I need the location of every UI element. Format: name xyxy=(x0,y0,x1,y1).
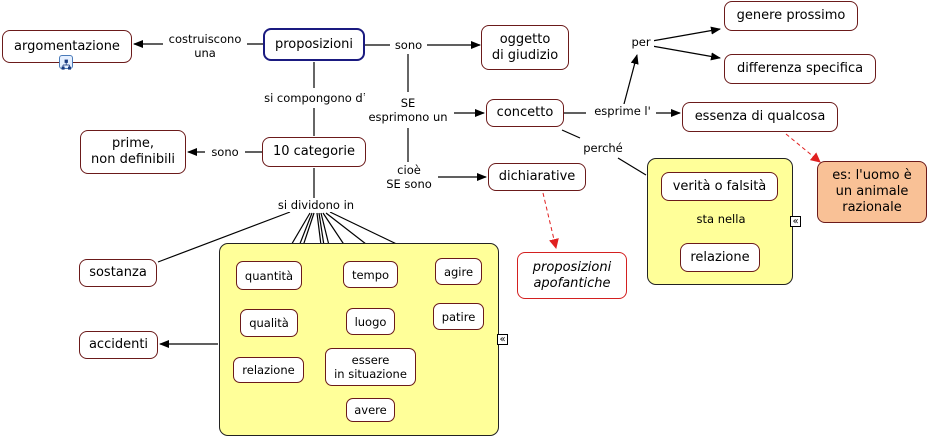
node-accidenti[interactable]: accidenti xyxy=(79,331,158,359)
node-qualita[interactable]: qualità xyxy=(240,309,298,337)
node-essere-in-situazione[interactable]: essere in situazione xyxy=(325,348,416,386)
node-avere[interactable]: avere xyxy=(346,398,395,422)
dashed-link xyxy=(785,133,821,163)
node-essenza-di-qualcosa[interactable]: essenza di qualcosa xyxy=(682,102,838,132)
node-sostanza[interactable]: sostanza xyxy=(79,259,157,287)
link-label-esprime: esprime l' xyxy=(589,104,656,118)
collapse-group-icon[interactable]: « xyxy=(497,334,508,345)
submap-tree-icon[interactable] xyxy=(59,55,73,70)
node-dichiarative[interactable]: dichiarative xyxy=(488,163,586,191)
node-verita-o-falsita[interactable]: verità o falsità xyxy=(661,172,778,201)
node-patire[interactable]: patire xyxy=(433,303,484,330)
link-label-cioe: cioè SE sono xyxy=(380,163,438,191)
link-label-sono-prime: sono xyxy=(205,145,245,159)
link-label-si-compongono: si compongono di xyxy=(256,91,374,105)
link-label-se-esprimono: SE esprimono un xyxy=(362,96,454,124)
node-proposizioni-apofantiche[interactable]: proposizioni apofantiche xyxy=(517,252,627,299)
node-relazione-verita[interactable]: relazione xyxy=(680,243,760,272)
node-concetto[interactable]: concetto xyxy=(486,99,564,127)
node-differenza-specifica[interactable]: differenza specifica xyxy=(724,54,876,84)
node-relazione[interactable]: relazione xyxy=(233,357,304,383)
link-label-si-dividono: si dividono in xyxy=(270,198,362,212)
node-genere-prossimo[interactable]: genere prossimo xyxy=(724,1,858,31)
collapse-group-icon[interactable]: « xyxy=(790,216,801,227)
node-prime-non-definibili[interactable]: prime, non definibili xyxy=(80,130,186,174)
node-proposizioni[interactable]: proposizioni xyxy=(263,28,365,61)
link-label-costruiscono: costruiscono una xyxy=(163,32,247,60)
dashed-link xyxy=(542,192,559,249)
link-label-perche: perché xyxy=(578,141,628,155)
node-quantita[interactable]: quantità xyxy=(236,261,302,290)
link-label-per: per xyxy=(628,35,654,49)
link-label-sta-nella: sta nella xyxy=(690,212,752,226)
node-oggetto-di-giudizio[interactable]: oggetto di giudizio xyxy=(481,25,569,70)
node-agire[interactable]: agire xyxy=(435,258,482,285)
node-tempo[interactable]: tempo xyxy=(343,261,398,288)
link-label-sono: sono xyxy=(390,38,427,52)
node-esempio[interactable]: es: l'uomo è un animale razionale xyxy=(817,161,927,223)
node-10-categorie[interactable]: 10 categorie xyxy=(262,137,366,167)
node-luogo[interactable]: luogo xyxy=(346,308,395,335)
